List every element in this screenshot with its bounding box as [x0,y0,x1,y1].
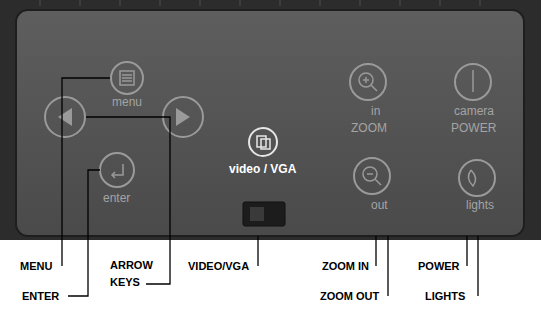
button-label: out [371,199,388,212]
leader-lines [62,78,478,296]
button-label: camera [454,105,494,118]
button-label: lights [466,199,494,212]
callout-label: ZOOM IN [322,260,369,273]
callout-label: VIDEO/VGA [188,260,249,273]
button-label: menu [112,96,142,109]
callout-label: ARROW KEYS [110,257,166,291]
callout-label: MENU [20,260,52,273]
callout-label: ZOOM OUT [320,290,379,303]
callout-label: ENTER [22,290,59,303]
button-label: POWER [451,122,496,135]
callout-label: POWER [418,260,460,273]
button-label: in [371,105,380,118]
button-label: enter [103,192,130,205]
button-label: ZOOM [351,122,387,135]
button-label: video / VGA [229,163,296,176]
callout-label: LIGHTS [425,290,465,303]
